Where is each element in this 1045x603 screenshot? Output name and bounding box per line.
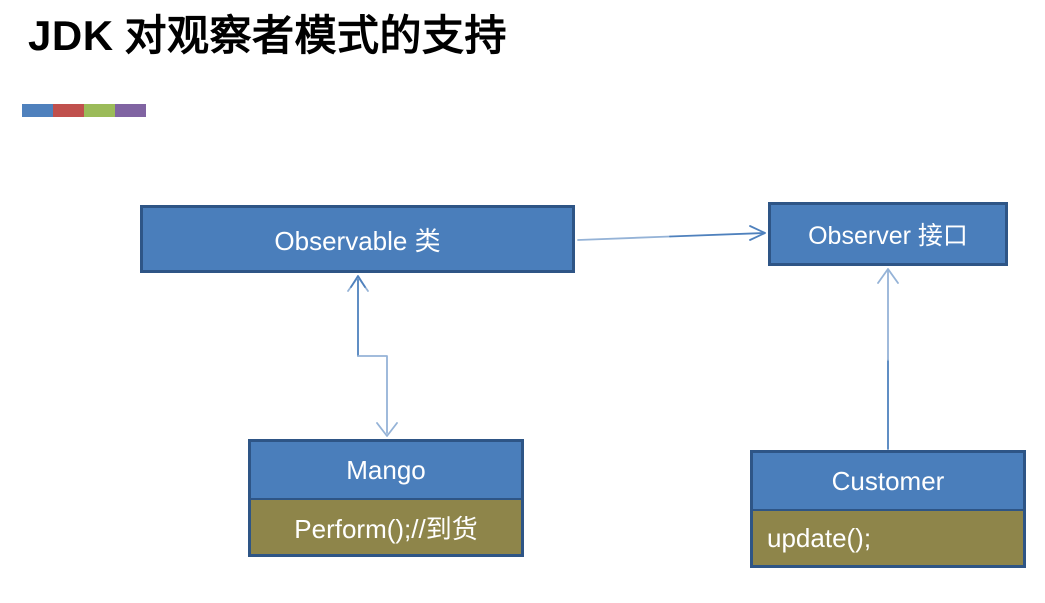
node-customer-class: Customer update(); xyxy=(750,450,1026,568)
arrow-observable-to-observer xyxy=(577,225,766,241)
node-observable-class: Observable 类 xyxy=(140,205,575,273)
accent-bar-segment xyxy=(115,104,146,117)
slide-title-cjk: 对观察者模式的支持 xyxy=(113,14,508,60)
accent-bar-segment xyxy=(84,104,115,117)
node-mango-method: Perform();//到货 xyxy=(251,498,521,554)
slide-title-latin: JDK xyxy=(28,12,114,59)
node-observer-label: Observer 接口 xyxy=(808,222,968,250)
node-mango-class: Mango Perform();//到货 xyxy=(248,439,524,557)
node-customer-method-label: update(); xyxy=(767,522,872,553)
accent-bar-segment xyxy=(53,104,84,117)
slide-title: JDK 对观察者模式的支持 xyxy=(28,2,507,63)
node-mango-method-label: Perform();//到货 xyxy=(294,513,478,544)
accent-bar-segment xyxy=(22,104,53,117)
node-mango-title-label: Mango xyxy=(346,454,426,485)
arrow-customer-to-observer xyxy=(877,268,899,450)
node-observer-interface: Observer 接口 xyxy=(768,202,1008,266)
node-observable-label: Observable 类 xyxy=(274,225,441,256)
node-customer-method: update(); xyxy=(753,509,1023,565)
node-mango-title: Mango xyxy=(251,442,521,498)
accent-bar xyxy=(22,104,146,117)
arrow-observable-to-mango xyxy=(347,275,398,437)
node-customer-title-label: Customer xyxy=(831,465,945,496)
node-customer-title: Customer xyxy=(753,453,1023,509)
